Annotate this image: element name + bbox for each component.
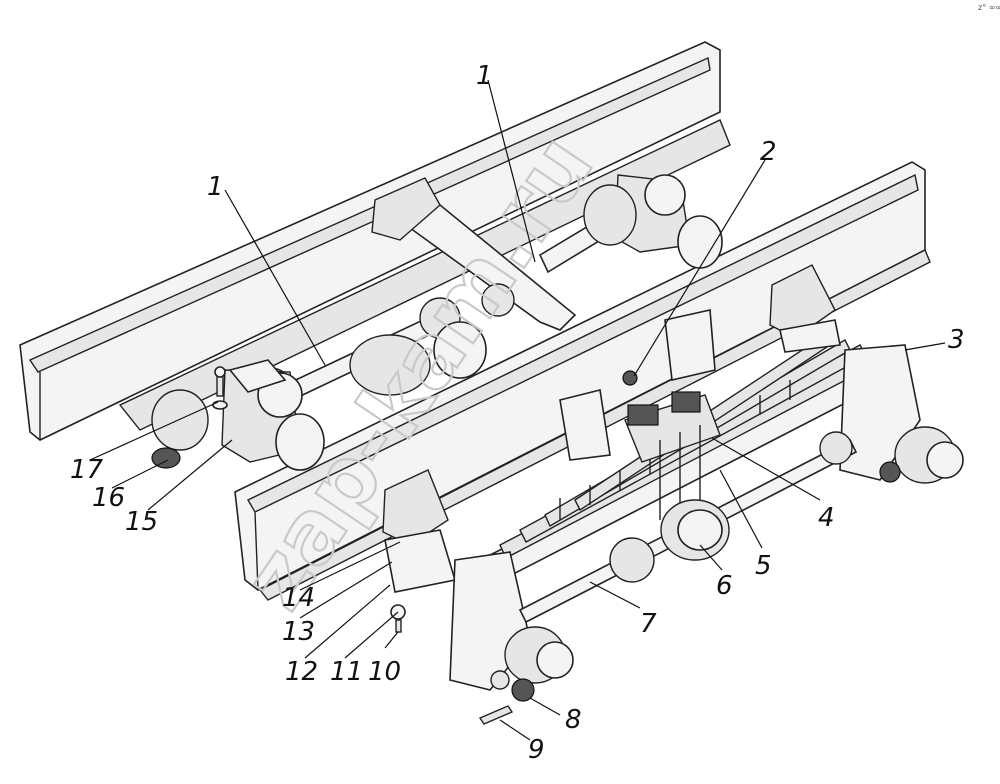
callout-11: 11	[330, 657, 363, 687]
callout-4: 4	[818, 503, 835, 533]
hardware-parts	[151, 366, 638, 725]
callout-2: 2	[760, 137, 777, 167]
front-spring-bracket	[769, 264, 841, 353]
callout-5: 5	[755, 551, 772, 581]
callout-3: 3	[948, 325, 965, 355]
callout-8: 8	[565, 705, 582, 735]
front-bracket-assembly	[614, 174, 691, 253]
rear-axle-housing	[151, 184, 723, 471]
callout-16: 16	[92, 483, 125, 513]
hub-cover	[660, 499, 730, 561]
callout-10: 10	[368, 657, 401, 687]
front-axle-end	[839, 344, 964, 484]
callout-1-upper: 1	[476, 61, 493, 91]
rear-spring-bracket	[382, 469, 457, 593]
callout-15: 15	[125, 507, 158, 537]
callout-7: 7	[640, 609, 657, 639]
callout-13: 13	[282, 617, 315, 647]
callout-12: 12	[285, 657, 318, 687]
left-frame-rail	[19, 41, 731, 441]
callout-9: 9	[528, 735, 545, 765]
leader-lines	[89, 79, 946, 741]
corner-mark: z° ∞∞	[978, 3, 1000, 12]
rail-mounting-plates	[559, 309, 716, 461]
callout-1-lower: 1	[207, 172, 224, 202]
callout-6: 6	[716, 571, 733, 601]
callout-17: 17	[70, 455, 104, 485]
callout-14: 14	[282, 583, 315, 613]
rear-axle-end	[449, 551, 574, 691]
callout-labels: 1 1 2 3 4 5 6 7 8 9 10 11 12 13 14 15 16…	[70, 61, 965, 765]
u-bolt-clamp	[624, 391, 721, 520]
